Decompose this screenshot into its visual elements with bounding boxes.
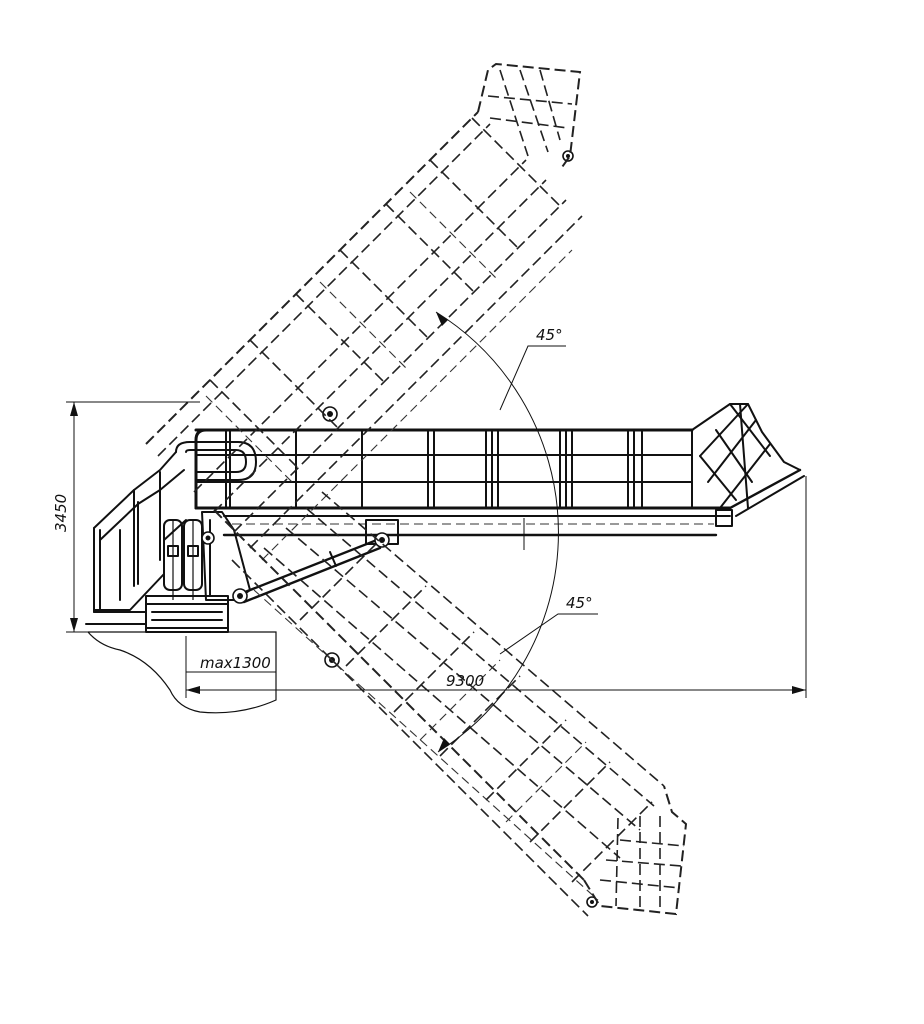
gangway-raised-phantom (145, 62, 583, 561)
dimension-angle-up: 45° (536, 326, 563, 344)
hinge-pins (201, 150, 598, 908)
pedestal (85, 451, 384, 714)
dimension-angle-down: 45° (566, 594, 593, 612)
horizontal-stanchions (225, 429, 693, 509)
dimension-base-offset: max1300 (200, 654, 271, 672)
gangway-lowered-phantom (213, 491, 688, 917)
dimension-height: 3450 (52, 494, 70, 532)
dimension-lines (66, 311, 807, 753)
gangway-horizontal (175, 403, 805, 545)
dimension-reach: 9300 (446, 672, 484, 690)
end-truss (691, 403, 805, 527)
